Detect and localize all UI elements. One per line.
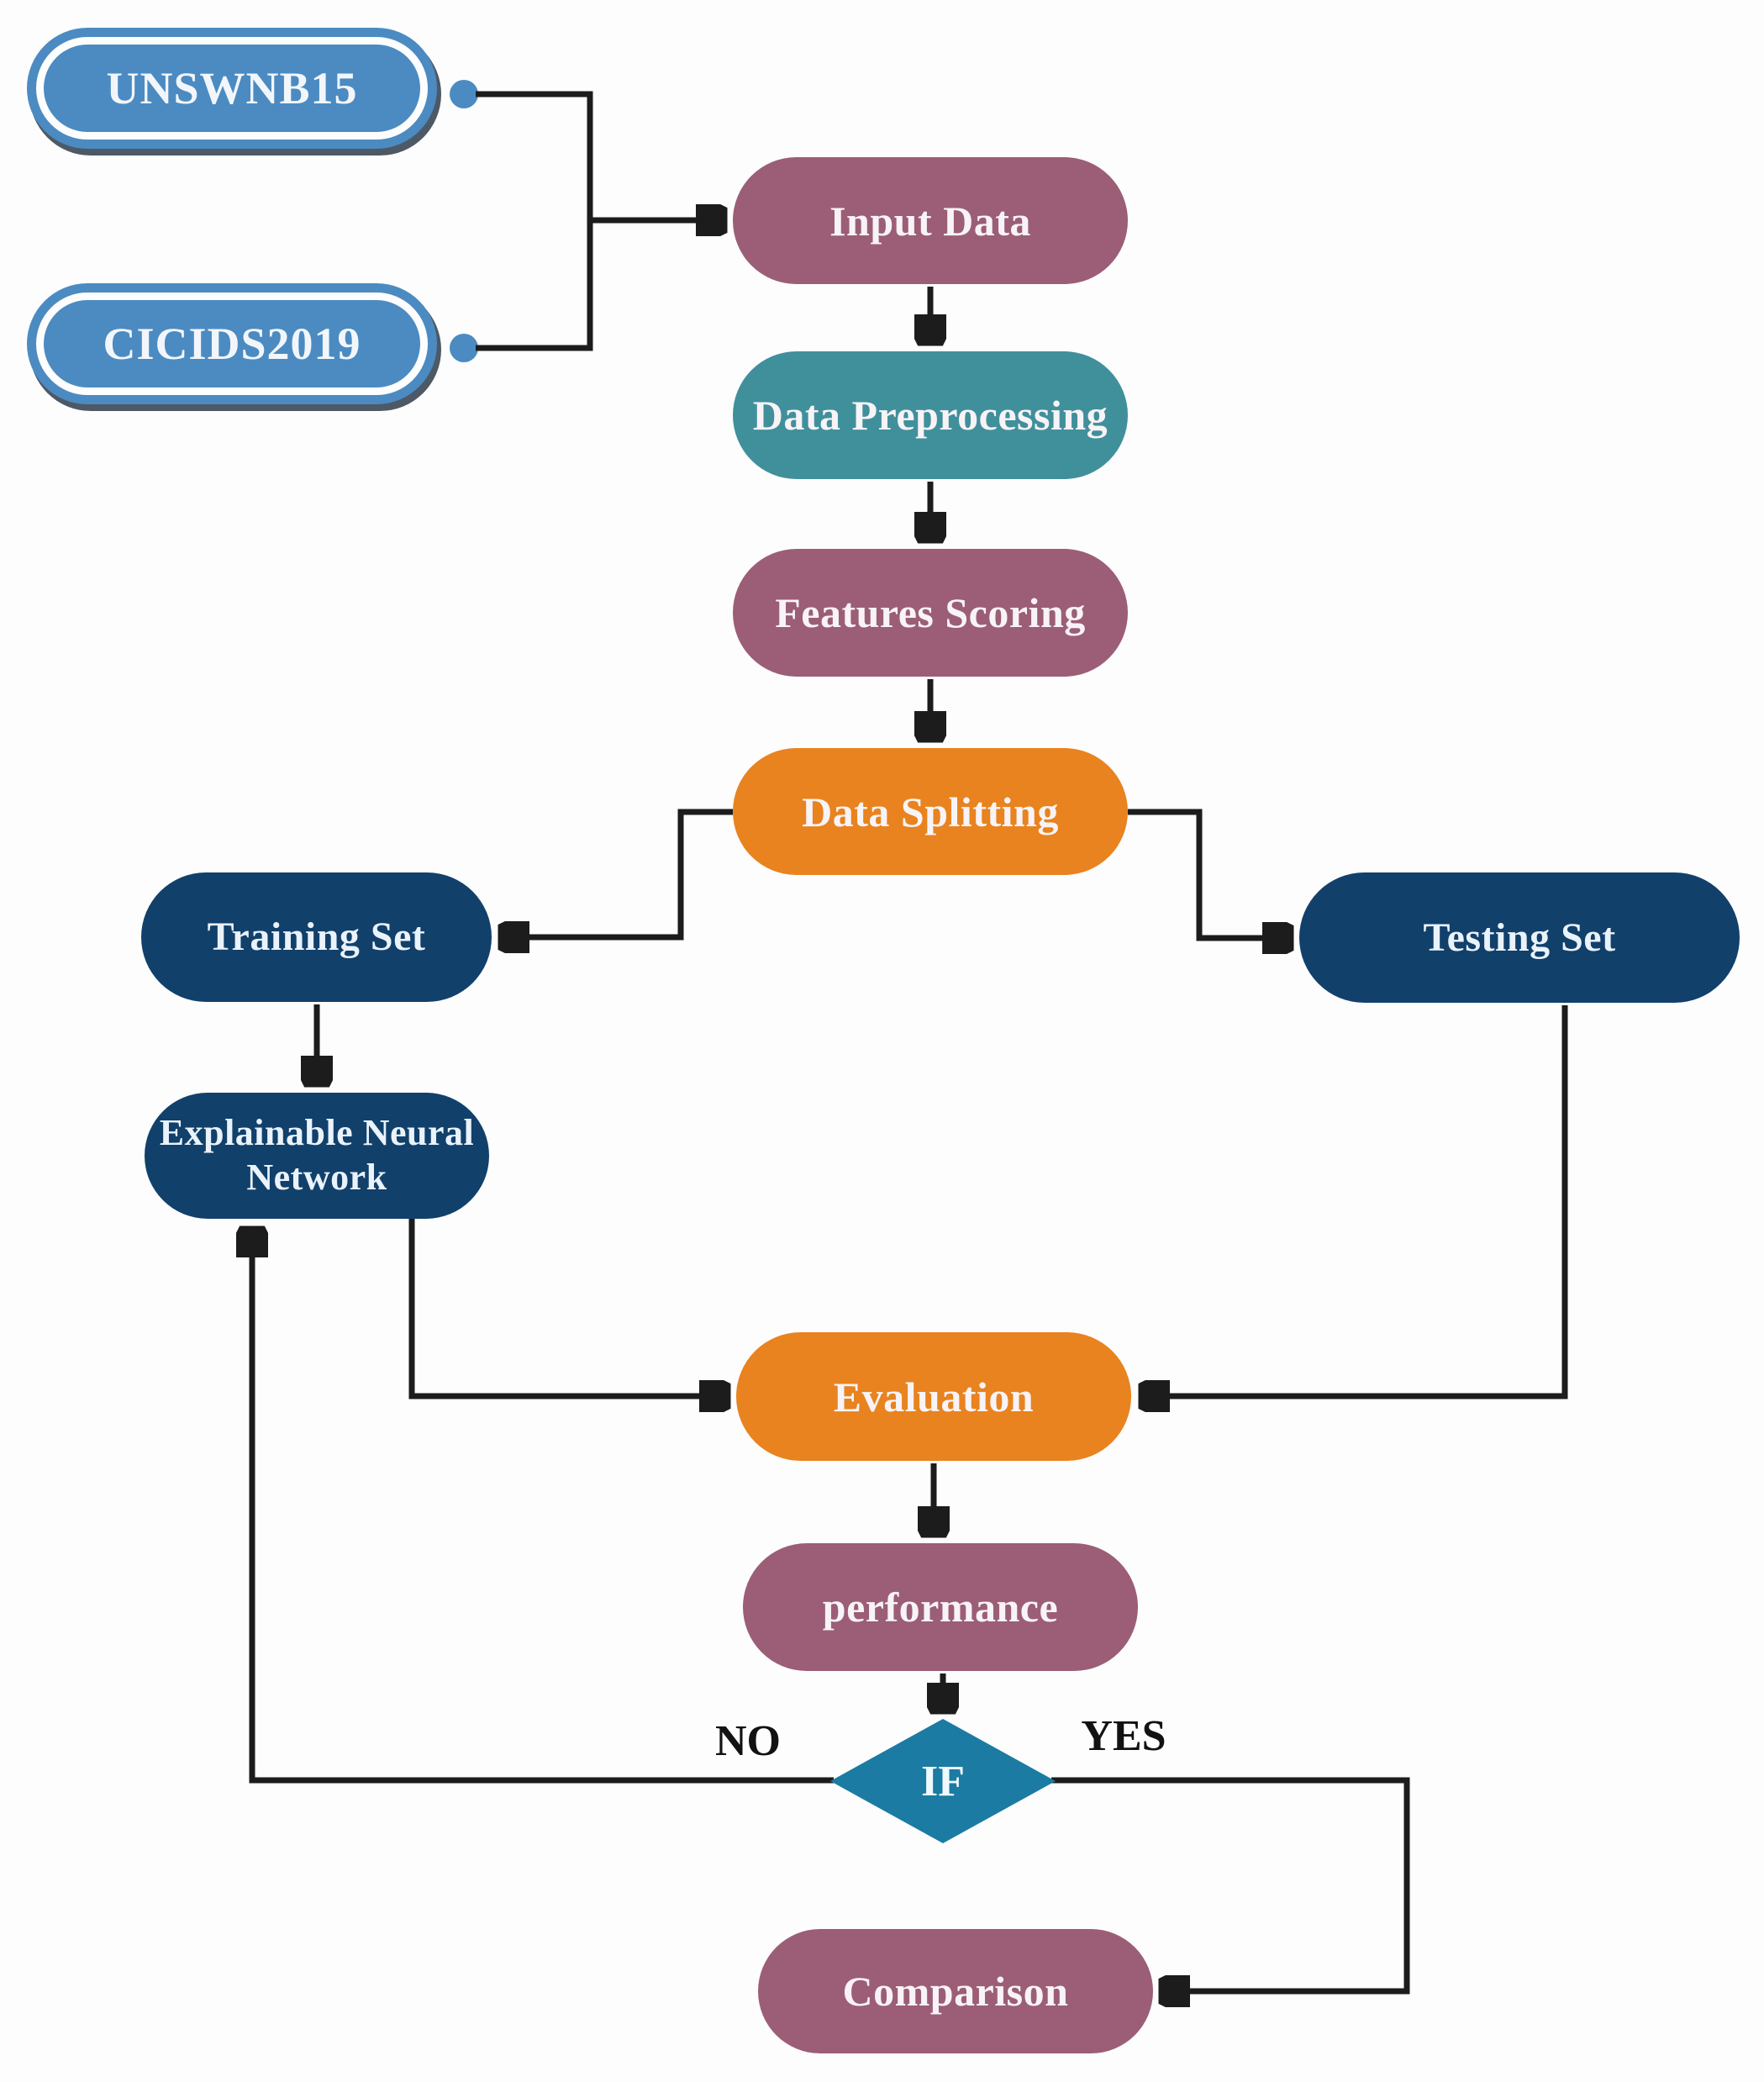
connector-dot-unswnb15 <box>450 80 478 108</box>
node-performance: performance <box>743 1543 1138 1671</box>
node-data-preprocessing: Data Preprocessing <box>733 351 1128 479</box>
edge-enn-evaluation <box>408 1219 724 1396</box>
node-dataset-unswnb15: UNSWNB15 <box>44 45 420 132</box>
label-branch-no: NO <box>715 1717 781 1765</box>
node-label: UNSWNB15 <box>106 63 358 113</box>
node-label: CICIDS2019 <box>103 319 361 369</box>
connector-dot-cicids2019 <box>450 334 478 362</box>
edge-splitting-training <box>504 809 733 937</box>
edge-datasets-join <box>476 91 593 351</box>
node-explainable-neural-network: Explainable Neural Network <box>145 1093 489 1219</box>
node-label: Data Preprocessing <box>752 392 1108 439</box>
label-branch-yes: YES <box>1081 1712 1166 1760</box>
node-label: Training Set <box>207 914 426 960</box>
node-testing-set: Testing Set <box>1299 872 1740 1003</box>
node-label: Data Splitting <box>802 788 1059 835</box>
node-label: Evaluation <box>833 1373 1035 1421</box>
node-training-set: Training Set <box>141 872 492 1002</box>
node-label: Features Scoring <box>775 589 1086 636</box>
node-input-data: Input Data <box>733 157 1128 284</box>
node-label: Testing Set <box>1423 914 1616 960</box>
node-label: IF <box>921 1757 965 1805</box>
node-dataset-cicids2019: CICIDS2019 <box>44 300 420 387</box>
edge-testing-evaluation <box>1145 1005 1568 1396</box>
node-evaluation: Evaluation <box>736 1332 1131 1461</box>
edge-if-no-loop-enn <box>252 1232 834 1784</box>
edge-if-yes-comparison <box>1051 1777 1410 1991</box>
node-label: Input Data <box>829 197 1031 245</box>
edge-splitting-testing <box>1128 809 1287 938</box>
node-data-splitting: Data Splitting <box>733 748 1128 875</box>
node-label: Explainable Neural Network <box>159 1112 475 1198</box>
node-comparison: Comparison <box>758 1929 1153 2053</box>
node-label: performance <box>822 1584 1059 1631</box>
node-label: Comparison <box>842 1968 1069 2015</box>
node-features-scoring: Features Scoring <box>733 549 1128 677</box>
